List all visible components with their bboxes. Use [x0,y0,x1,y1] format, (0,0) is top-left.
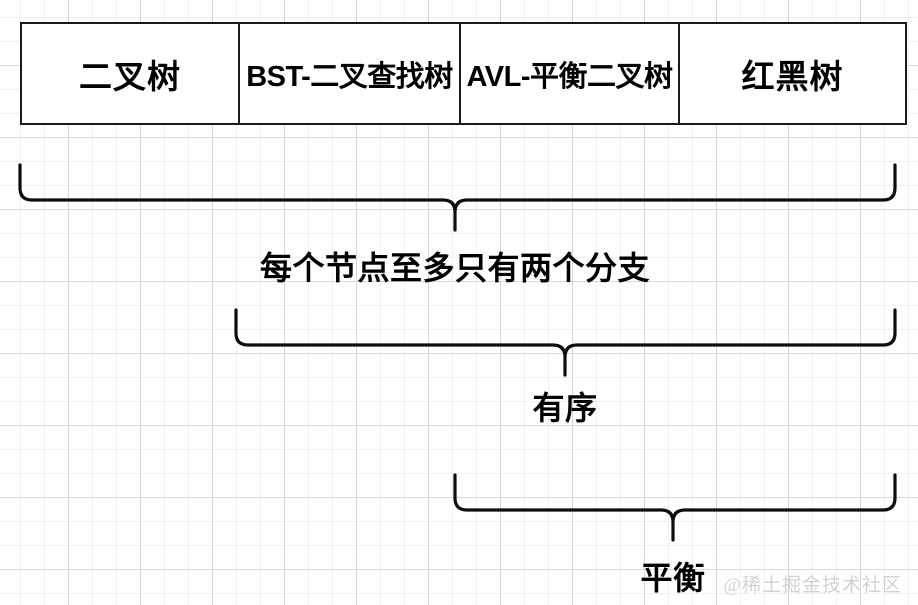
brace-label-branches: 每个节点至多只有两个分支 [259,250,651,286]
site-watermark: @稀土掘金技术社区 [723,575,902,596]
tree-type-table: 二叉树 BST-二叉查找树 AVL-平衡二叉树 红黑树 [20,22,907,125]
brace-balanced-icon [453,473,897,542]
brace-ordered-icon [234,308,897,377]
brace-branches-icon [18,163,897,232]
table-cell-binary-tree[interactable]: 二叉树 [20,22,240,125]
table-row: 二叉树 BST-二叉查找树 AVL-平衡二叉树 红黑树 [20,22,907,125]
table-cell-bst[interactable]: BST-二叉查找树 [238,22,461,125]
brace-label-balanced: 平衡 [640,560,706,596]
table-cell-avl[interactable]: AVL-平衡二叉树 [459,22,680,125]
brace-label-ordered: 有序 [532,390,598,426]
table-cell-red-black-tree[interactable]: 红黑树 [678,22,907,125]
